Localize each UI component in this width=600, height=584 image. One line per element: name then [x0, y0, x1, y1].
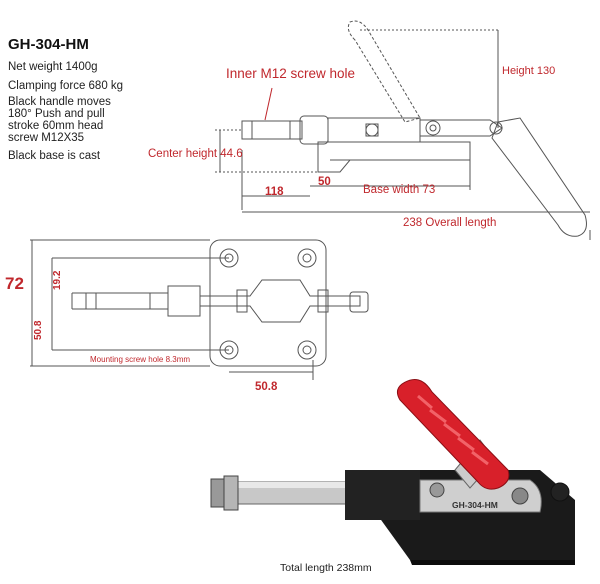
side-cast-base — [317, 141, 471, 173]
spec-handle-line-2: 180° Push and pull — [8, 108, 105, 120]
top-mount-hole-bl — [219, 340, 239, 360]
side-pivot-main — [425, 120, 441, 136]
product-model-title: GH-304-HM — [8, 36, 89, 53]
spec-handle-line-3: stroke 60mm head — [8, 120, 104, 132]
spec-base: Black base is cast — [8, 150, 101, 162]
dim-118-label: 118 — [265, 186, 284, 198]
mounting-hole-label: Mounting screw hole 8.3mm — [90, 355, 191, 364]
spec-handle-line-1: Black handle moves — [8, 96, 111, 108]
dim-50-8-horizontal-label: 50.8 — [255, 381, 278, 393]
side-pivot-rear — [489, 121, 503, 135]
side-pivot-screw — [365, 123, 379, 137]
height-label: Height 130 — [502, 65, 556, 77]
side-guide-body — [327, 117, 421, 143]
top-mount-hole-tl — [219, 248, 239, 268]
photo-plunger-rod — [229, 481, 351, 505]
spec-clamping-force: Clamping force 680 kg — [8, 80, 124, 92]
dim-50-8-vertical-label: 50.8 — [33, 320, 44, 340]
dim-72-label: 72 — [5, 274, 24, 293]
overall-length-label: 238 Overall length — [403, 217, 497, 229]
photo-stamp-text: GH-304-HM — [452, 500, 498, 510]
photo-caption: Total length 238mm — [280, 562, 372, 574]
dim-19-2-label: 19.2 — [52, 270, 63, 290]
photo-handle-shaft — [454, 439, 496, 489]
top-rod-boss — [167, 285, 201, 317]
base-width-label: Base width 73 — [363, 184, 436, 196]
side-plunger-rod — [241, 120, 303, 140]
dim-50-label: 50 — [318, 176, 331, 188]
spec-net-weight: Net weight 1400g — [8, 61, 98, 73]
center-height-label: Center height 44.6 — [148, 148, 243, 160]
side-view-drawing — [215, 20, 591, 240]
screw-hole-label: Inner M12 screw hole — [226, 66, 356, 81]
top-plunger-rod — [85, 292, 169, 310]
spec-handle-line-4: screw M12X35 — [8, 132, 85, 144]
side-handle-upright — [347, 20, 421, 123]
side-handle-swung — [491, 117, 587, 237]
side-rod-boss — [299, 115, 329, 145]
top-mount-hole-br — [297, 340, 317, 360]
product-photo — [210, 379, 575, 565]
photo-red-grip — [396, 379, 510, 490]
top-base-plate — [209, 239, 327, 367]
top-view-drawing — [30, 239, 369, 380]
photo-cast-foot — [345, 470, 575, 560]
top-mount-hole-tr — [297, 248, 317, 268]
top-linkage — [199, 279, 361, 323]
